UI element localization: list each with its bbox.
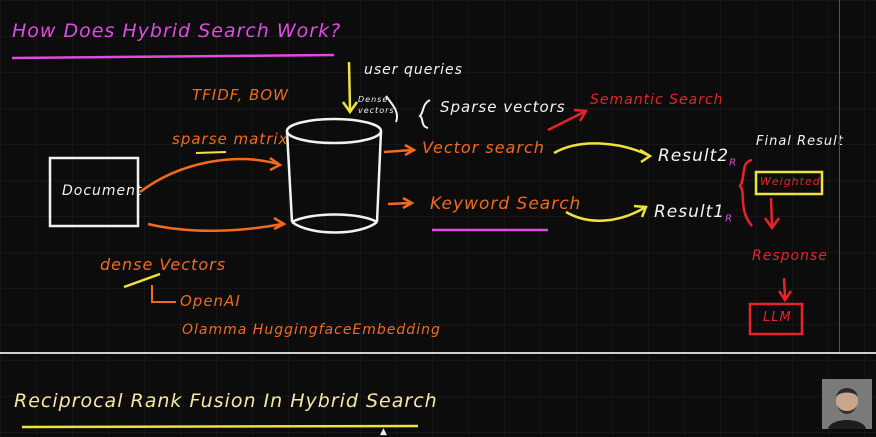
label-llm: LLM	[763, 310, 792, 325]
label-document: Document	[62, 183, 143, 199]
label-response: Response	[752, 248, 828, 264]
label-final-result: Final Result	[756, 134, 844, 149]
result1-text: Result1	[654, 202, 726, 222]
sparse-arrow	[139, 157, 279, 194]
llm-box	[748, 302, 804, 336]
dense-arrow	[147, 222, 283, 232]
mouse-cursor-icon: ▲	[380, 427, 387, 437]
user-query-arrow	[347, 61, 352, 111]
results-brace	[738, 158, 753, 227]
weighted-box	[754, 170, 824, 196]
semantic-arrow	[547, 110, 585, 132]
label-tfidf-bow: TFIDF, BOW	[192, 86, 289, 104]
vector-database-cylinder	[285, 117, 383, 234]
label-keyword-search: Keyword Search	[430, 194, 582, 214]
label-dense-vectors: dense Vectors	[100, 255, 227, 274]
person-icon	[822, 379, 872, 429]
label-user-queries: user queries	[364, 62, 463, 78]
to-result2-arrow	[553, 142, 649, 157]
label-vector-search: Vector search	[422, 138, 545, 157]
label-openai: OpenAI	[180, 292, 241, 310]
label-dense-vectors-small: Dense vectors	[358, 95, 395, 115]
to-vector-search-arrow	[383, 148, 413, 154]
label-embeddings: Olamma HuggingfaceEmbedding	[182, 322, 441, 338]
result2-text: Result2	[658, 146, 730, 166]
diagram-title: How Does Hybrid Search Work?	[12, 20, 342, 42]
label-semantic-search: Semantic Search	[590, 92, 724, 108]
footer-underline	[21, 424, 419, 429]
to-result1-arrow	[565, 206, 645, 222]
label-sparse-matrix: sparse matrix	[172, 130, 289, 148]
result1-sub: R	[725, 213, 734, 225]
label-result1: Result1R	[654, 202, 733, 224]
to-keyword-search-arrow	[387, 201, 411, 206]
result2-sub: R	[729, 157, 738, 169]
label-result2: Result2R	[658, 146, 737, 168]
vertical-divider	[839, 0, 840, 352]
document-box	[48, 156, 140, 228]
footer-title: Reciprocal Rank Fusion In Hybrid Search	[14, 390, 438, 412]
title-underline	[11, 53, 335, 60]
label-sparse-vectors: Sparse vectors	[440, 98, 566, 116]
presenter-avatar	[822, 379, 872, 429]
label-weighted: Weighted	[760, 175, 821, 188]
section-divider	[0, 352, 876, 354]
